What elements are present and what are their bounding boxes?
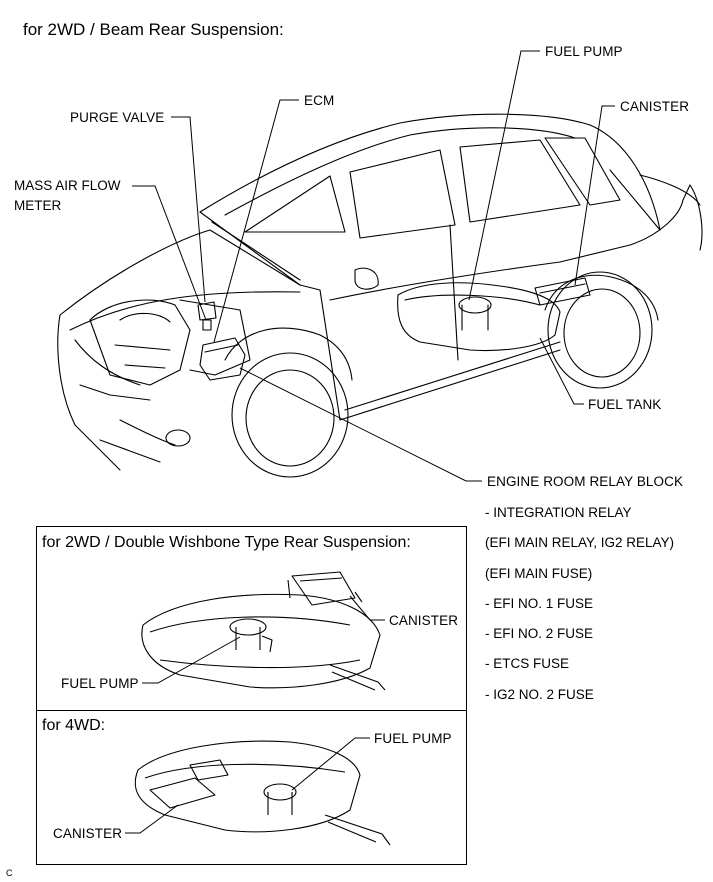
corner-mark: C <box>6 868 13 878</box>
list-item: - EFI NO. 1 FUSE <box>485 595 594 611</box>
diagram-title: for 2WD / Beam Rear Suspension: <box>23 20 284 39</box>
list-item: (EFI MAIN FUSE) <box>485 565 593 581</box>
label-engine-room-relay-block: ENGINE ROOM RELAY BLOCK <box>487 474 684 489</box>
inset2-illustration <box>134 740 391 846</box>
list-item: - IG2 NO. 2 FUSE <box>485 686 594 702</box>
list-item: - ETCS FUSE <box>485 656 570 672</box>
label-purge-valve: PURGE VALVE <box>70 110 165 125</box>
inset1-illustration <box>141 571 386 691</box>
front-wheel <box>231 352 349 478</box>
list-item: - INTEGRATION RELAY <box>485 505 632 520</box>
inset2-label-canister: CANISTER <box>53 826 123 841</box>
fuel-tank-shape <box>397 282 561 352</box>
inset-double-wishbone-title: for 2WD / Double Wishbone Type Rear Susp… <box>42 534 411 551</box>
label-fuel-pump: FUEL PUMP <box>545 44 623 59</box>
label-canister: CANISTER <box>620 99 690 114</box>
inset-4wd-title: for 4WD: <box>42 717 106 734</box>
inset-4wd-box <box>36 710 467 865</box>
roof-outline <box>199 113 661 231</box>
rear-wheel <box>547 271 653 389</box>
list-item: (EFI MAIN RELAY, IG2 RELAY) <box>485 535 675 551</box>
inset2-label-fuel-pump: FUEL PUMP <box>374 731 452 746</box>
relay-block-contents-list: - INTEGRATION RELAY (EFI MAIN RELAY, IG2… <box>485 504 705 716</box>
list-item: - EFI NO. 2 FUSE <box>485 626 594 642</box>
label-mass-air-flow-meter: MASS AIR FLOW METER <box>14 178 121 213</box>
inset1-label-fuel-pump: FUEL PUMP <box>61 676 139 691</box>
label-fuel-tank: FUEL TANK <box>588 397 662 412</box>
inset1-label-canister: CANISTER <box>389 613 459 628</box>
label-ecm: ECM <box>304 93 335 108</box>
